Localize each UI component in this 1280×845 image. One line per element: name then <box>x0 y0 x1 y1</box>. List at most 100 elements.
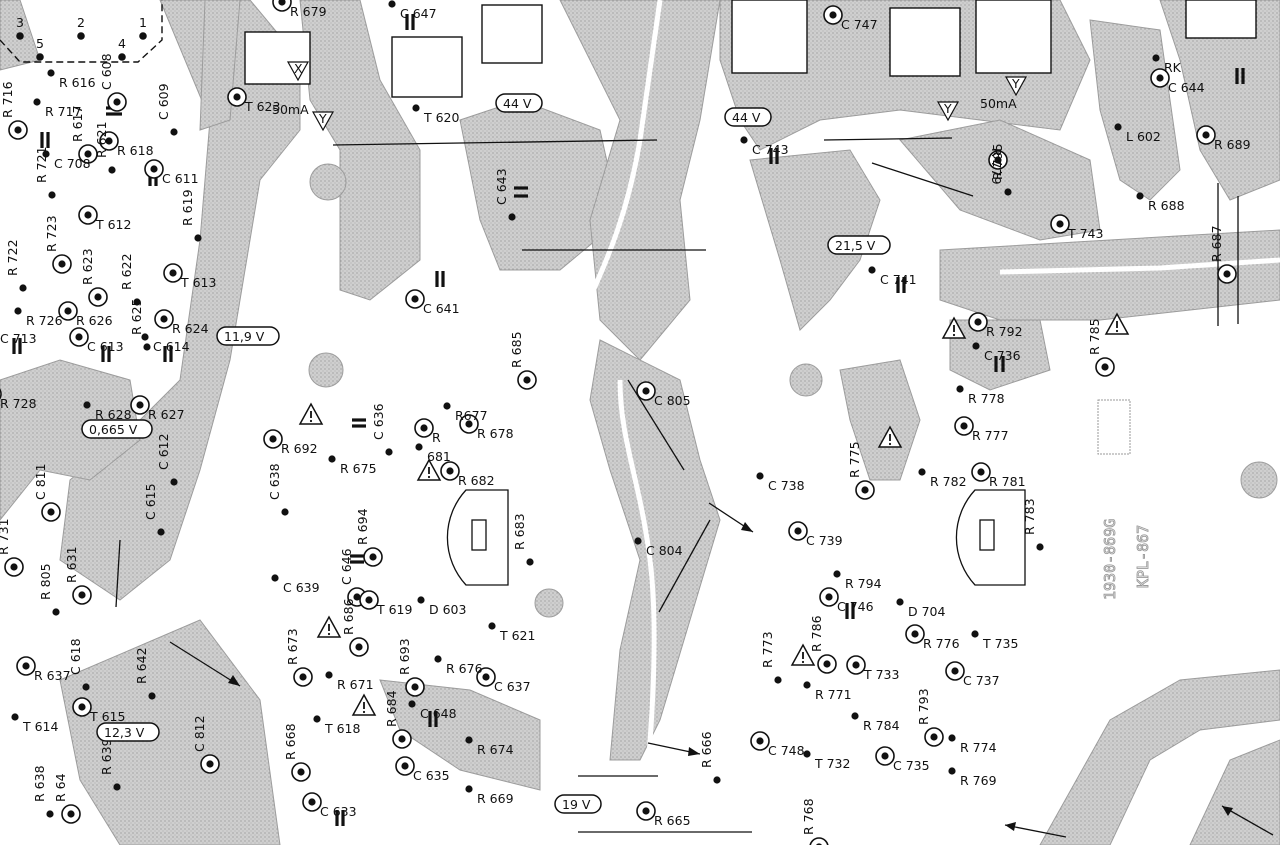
pad-hole <box>398 735 406 743</box>
component-label: C 805 <box>654 393 691 408</box>
component-label: R 679 <box>290 4 327 19</box>
pad-dot <box>434 655 442 663</box>
component-label: R 728 <box>0 396 37 411</box>
warning-icon <box>877 425 903 448</box>
voltage-test-points: 44 V44 V21,5 V11,9 V0,665 V12,3 V19 V <box>81 93 891 814</box>
copper-pad <box>308 352 344 388</box>
pad-dot <box>465 736 473 744</box>
component-label: R 726 <box>26 313 63 328</box>
jumper-wire <box>115 539 121 608</box>
current-label: 50mA <box>272 102 309 117</box>
copper-pad <box>1240 461 1278 499</box>
voltage-badge-frame <box>554 794 602 814</box>
pad-dot <box>1136 192 1144 200</box>
component-label: T 735 <box>982 636 1018 651</box>
pad-hole <box>47 508 55 516</box>
warning-dot <box>888 442 892 446</box>
trace-gap <box>557 0 663 381</box>
component-label: R 625 <box>129 298 144 335</box>
pad-dot <box>83 401 91 409</box>
pad-dot <box>833 570 841 578</box>
pad-hole <box>930 733 938 741</box>
warning-dot <box>327 632 331 636</box>
pad-dot <box>972 342 980 350</box>
component-label: C 614 <box>153 339 190 354</box>
pin-label: 1 <box>139 15 147 30</box>
stamp-box <box>1097 399 1131 455</box>
component-label: R <box>432 430 441 445</box>
component-label: R 694 <box>355 508 370 545</box>
component-label: R 618 <box>117 143 154 158</box>
voltage-badge: 19 V <box>554 794 602 814</box>
component-label: R 666 <box>699 731 714 768</box>
pad-dot <box>194 234 202 242</box>
component-label: R 805 <box>38 563 53 600</box>
component-label: C 641 <box>423 301 460 316</box>
pad-dot <box>385 448 393 456</box>
mark-letter: Y <box>1011 76 1020 91</box>
jumper-wire <box>823 137 953 141</box>
connector-pin: 1 <box>139 15 147 40</box>
pad-hole <box>75 333 83 341</box>
copper-region <box>1189 739 1280 845</box>
pad-dot <box>948 767 956 775</box>
component-label: R 794 <box>845 576 882 591</box>
pad-hole <box>411 683 419 691</box>
pad-dot <box>133 298 141 306</box>
pad-hole <box>852 661 860 669</box>
component-label: R 773 <box>760 631 775 668</box>
voltage-badge: 44 V <box>495 93 543 113</box>
component-label: R 673 <box>285 628 300 665</box>
component-label: T 620 <box>423 110 460 125</box>
pad-hole <box>825 593 833 601</box>
pad-hole <box>353 593 361 601</box>
pad-dot <box>108 166 116 174</box>
pin-label: 2 <box>77 15 85 30</box>
r783-outline <box>955 489 1026 586</box>
transistor-footprints <box>244 0 1257 98</box>
pad-hole <box>994 156 1002 164</box>
pad-hole <box>861 486 869 494</box>
copper-pad <box>534 588 564 618</box>
copper-pad <box>789 363 823 397</box>
component-label: R 675 <box>340 461 377 476</box>
component-label: R 779 <box>989 148 1004 185</box>
pad-dot <box>412 104 420 112</box>
pad-dot <box>465 785 473 793</box>
pad-dot <box>271 574 279 582</box>
copper-region <box>749 149 881 331</box>
t622-outline <box>481 4 543 64</box>
component-label: R 781 <box>989 474 1026 489</box>
pad-dot <box>46 810 54 818</box>
pad-hole <box>911 630 919 638</box>
pad-hole <box>136 401 144 409</box>
rk-outline <box>1185 0 1257 39</box>
component-label: C 644 <box>1168 80 1205 95</box>
warning-dot <box>427 475 431 479</box>
component-label: T 619 <box>376 602 413 617</box>
component-label: R 785 <box>1087 318 1102 355</box>
component-label: R 688 <box>1148 198 1185 213</box>
pad-hole <box>169 269 177 277</box>
component-label: R 617 <box>70 105 85 142</box>
component-label: C 747 <box>841 17 878 32</box>
pad-hole <box>1223 270 1231 278</box>
component-label: R 665 <box>654 813 691 828</box>
pad-hole <box>84 150 92 158</box>
trace-gap <box>617 379 657 845</box>
pad-ring <box>0 388 2 400</box>
component-label: C 615 <box>143 483 158 520</box>
component-label: R 685 <box>509 331 524 368</box>
component-label: R 793 <box>916 688 931 725</box>
component-label: R 622 <box>119 253 134 290</box>
component-label: R 637 <box>34 668 71 683</box>
jumper-wire <box>332 139 658 146</box>
r683-wiper <box>471 519 487 551</box>
pin-dot <box>77 32 85 40</box>
mark-triangle-icon <box>936 101 960 122</box>
component-label: T 733 <box>863 667 899 682</box>
warning-dot <box>952 333 956 337</box>
